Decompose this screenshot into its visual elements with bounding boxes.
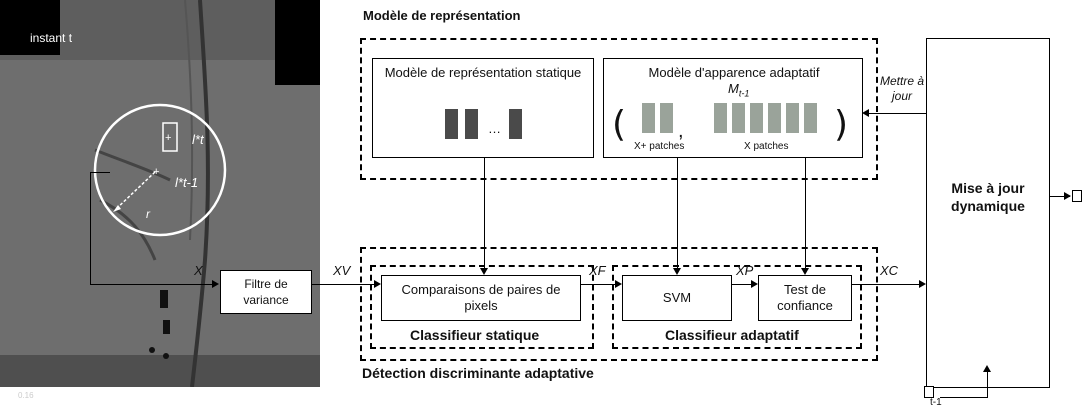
xp-arrow-head xyxy=(751,280,758,288)
fluoroscopy-image: + + xyxy=(0,0,320,387)
output-arrow-line xyxy=(1050,196,1070,197)
pos-patch xyxy=(642,103,655,133)
static-model-label: Modèle de représentation statique xyxy=(384,65,582,80)
input-symbol-box xyxy=(924,386,934,398)
input-symbol-label: t-1 xyxy=(930,397,942,408)
confidence-arrow-head xyxy=(801,268,809,275)
close-paren: ) xyxy=(834,104,849,145)
output-arrow-head xyxy=(1064,192,1071,200)
corner-text: 0.16 xyxy=(18,391,34,400)
adaptive-symbol-letter: M xyxy=(728,81,739,96)
target-label-t: l*t xyxy=(192,132,204,147)
xv-arrow-head xyxy=(374,280,381,288)
update-arrow-line xyxy=(868,113,926,114)
xc-arrow-head xyxy=(919,280,926,288)
svm-box: SVM xyxy=(622,275,732,321)
pos-patch xyxy=(660,103,673,133)
static-model-arrow-head xyxy=(480,268,488,275)
dynamic-update-box: Mise à jour dynamique xyxy=(926,38,1050,388)
adaptive-classifier-label: Classifieur adaptatif xyxy=(665,327,799,343)
adaptive-model-box: Modèle d'apparence adaptatif Mt-1 ( , ) … xyxy=(603,58,863,158)
x-line-vertical xyxy=(90,172,91,284)
x-line-top xyxy=(90,172,110,173)
instant-label: instant t xyxy=(30,31,73,45)
fluoroscopy-svg: + + xyxy=(0,0,320,387)
xf-arrow-head xyxy=(615,280,622,288)
pixel-pairs-box: Comparaisons de paires de pixels xyxy=(381,275,581,321)
xp-line xyxy=(732,284,751,285)
x-line xyxy=(90,284,212,285)
open-paren: ( xyxy=(612,104,627,145)
patch xyxy=(465,109,478,139)
detection-title: Détection discriminante adaptative xyxy=(362,365,594,381)
pos-patches-label: X+ patches xyxy=(634,141,685,152)
svm-label: SVM xyxy=(662,290,692,305)
target-label-prev: l*t-1 xyxy=(175,175,199,190)
neg-patch xyxy=(714,103,727,133)
radius-label: r xyxy=(146,207,150,221)
xf-line xyxy=(581,284,615,285)
detection-group xyxy=(360,247,878,361)
input-arrow-base xyxy=(940,397,988,398)
xc-label: XC xyxy=(880,263,899,278)
input-arrow-line xyxy=(987,370,988,397)
neg-patch xyxy=(750,103,763,133)
variance-filter-box: Filtre de variance xyxy=(220,270,312,314)
static-classifier-group xyxy=(370,265,594,349)
adaptive-symbol: Mt-1 xyxy=(728,81,749,102)
static-model-arrow-line xyxy=(484,158,485,268)
representation-title: Modèle de représentation xyxy=(363,8,521,23)
update-label: Mettre à jour xyxy=(880,74,925,103)
confidence-label: Test de confiance xyxy=(777,282,833,313)
patch xyxy=(509,109,522,139)
xp-label: XP xyxy=(736,263,754,278)
patch xyxy=(445,109,458,139)
variance-filter-label: Filtre de variance xyxy=(243,277,289,307)
adaptive-model-label: Modèle d'apparence adaptatif xyxy=(648,65,820,80)
update-arrow-head xyxy=(862,109,869,117)
adaptive-symbol-sub: t-1 xyxy=(738,88,750,99)
input-arrow-head xyxy=(983,365,991,372)
xc-line xyxy=(852,284,919,285)
static-ellipsis: … xyxy=(488,121,501,136)
svg-text:+: + xyxy=(165,132,171,144)
x-arrow-head xyxy=(212,280,219,288)
x-label: X xyxy=(194,263,203,278)
svm-arrow-head xyxy=(673,268,681,275)
xv-line xyxy=(312,284,374,285)
dynamic-update-label: Mise à jour dynamique xyxy=(951,180,1025,214)
static-model-box: Modèle de représentation statique … xyxy=(372,58,594,158)
representation-group xyxy=(360,38,878,180)
neg-patch xyxy=(768,103,781,133)
static-classifier-label: Classifieur statique xyxy=(410,327,540,343)
svm-arrow-line xyxy=(677,158,678,268)
pixel-pairs-label: Comparaisons de paires de pixels xyxy=(401,282,561,313)
confidence-arrow-line xyxy=(805,158,806,268)
neg-patches-label: X patches xyxy=(744,141,789,152)
confidence-box: Test de confiance xyxy=(758,275,852,321)
output-symbol-box xyxy=(1072,190,1082,202)
svg-text:+: + xyxy=(153,166,159,178)
adaptive-classifier-group xyxy=(612,265,862,349)
xf-label: XF xyxy=(589,263,606,278)
comma: , xyxy=(678,120,684,142)
xv-label: XV xyxy=(333,263,351,278)
neg-patch xyxy=(786,103,799,133)
neg-patch xyxy=(804,103,817,133)
neg-patch xyxy=(732,103,745,133)
